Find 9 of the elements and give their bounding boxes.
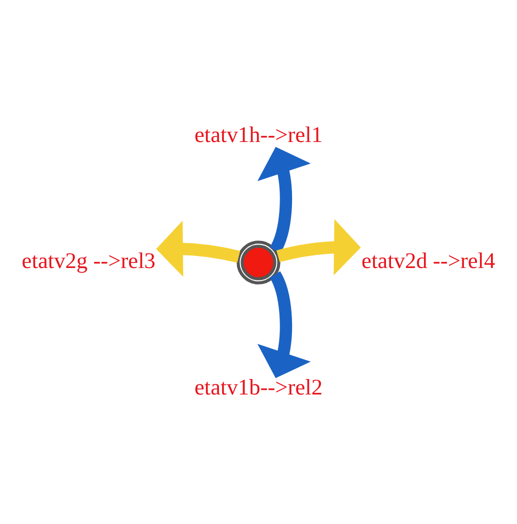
arrow (257, 271, 311, 378)
arrow (276, 218, 361, 275)
node-circle (236, 240, 280, 284)
node-text: etatv1b-->rel2 (194, 374, 323, 399)
node-text: etatv2g -->rel3 (22, 248, 156, 273)
arrow (257, 146, 311, 253)
node-text: etatv2d -->rel4 (362, 248, 496, 273)
arrow (156, 220, 240, 276)
node-text: etatv1h-->rel1 (194, 122, 323, 147)
